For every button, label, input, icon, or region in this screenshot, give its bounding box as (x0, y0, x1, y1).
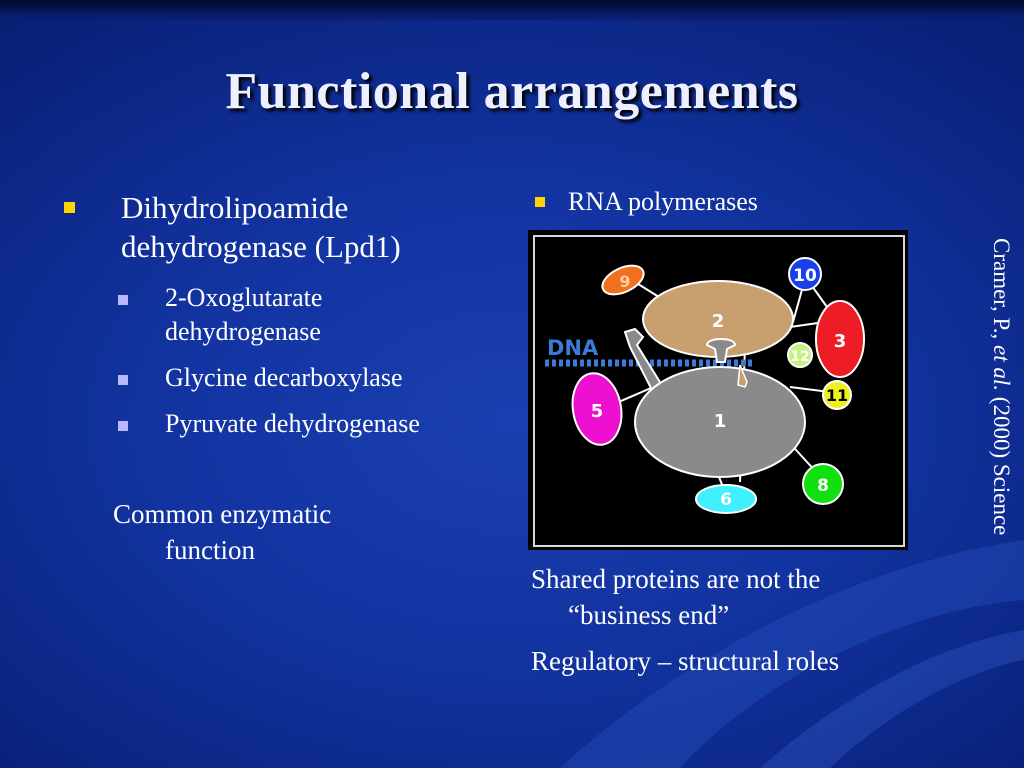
shared-proteins-line1: Shared proteins are not the (531, 564, 821, 594)
sub-bullet-marker (118, 295, 128, 305)
label-9: 9 (619, 272, 630, 291)
label-11: 11 (826, 386, 848, 405)
label-8: 8 (817, 476, 829, 496)
label-5: 5 (591, 401, 604, 422)
subunit-12 (787, 342, 813, 368)
rna-bullet-text: RNA polymerases (568, 187, 758, 216)
label-6: 6 (720, 490, 732, 510)
subunit-6 (695, 484, 757, 514)
subunit-9 (601, 264, 645, 296)
subunit-1-arm (623, 327, 665, 394)
label-10: 10 (793, 266, 817, 286)
sub-item-1-line1: 2-Oxoglutarate (165, 283, 323, 312)
sub-item-2: Glycine decarboxylase (165, 363, 403, 392)
paragraph-line2: function (165, 535, 255, 565)
bullet-marker (64, 202, 75, 213)
rna-polymerase-figure: DNA 9 10 2 3 12 11 (528, 230, 908, 550)
slide-title: Functional arrangements (225, 63, 799, 120)
top-band (0, 0, 1024, 20)
bullet-text-line2: dehydrogenase (Lpd1) (121, 229, 401, 264)
citation-credit: Cramer, P., et al. (2000) Science (988, 238, 1014, 535)
subunit-10 (788, 257, 822, 291)
subunit-diagram: DNA 9 10 2 3 12 11 (545, 257, 865, 514)
subunit-2-tail (737, 364, 748, 388)
label-3: 3 (834, 331, 847, 352)
shared-proteins-line2: “business end” (568, 600, 730, 630)
subunit-3 (815, 300, 865, 378)
bullet-marker (535, 197, 545, 207)
credit-italic: et al. (989, 345, 1014, 392)
subunit-11 (822, 380, 852, 410)
label-2: 2 (712, 311, 725, 332)
subunit-1-stalk (705, 338, 737, 363)
sub-item-3: Pyruvate dehydrogenase (165, 409, 420, 438)
sub-bullet-marker (118, 375, 128, 385)
credit-prefix: Cramer, P., (989, 238, 1014, 346)
credit-suffix: (2000) Science (989, 391, 1014, 536)
subunit-5 (571, 372, 623, 446)
bullet-text-line1: Dihydrolipoamide (121, 190, 349, 225)
label-1: 1 (714, 411, 727, 432)
subunit-labels: 9 10 2 3 12 11 1 5 6 8 (591, 266, 848, 510)
dna-label: DNA (547, 336, 599, 360)
sub-bullet-marker (118, 421, 128, 431)
subunit-8 (802, 463, 844, 505)
label-12: 12 (790, 349, 809, 365)
paragraph-line1: Common enzymatic (113, 499, 332, 529)
subunit-1 (634, 366, 806, 478)
sub-item-1-line2: dehydrogenase (165, 317, 321, 346)
regulatory-roles: Regulatory – structural roles (531, 646, 840, 676)
